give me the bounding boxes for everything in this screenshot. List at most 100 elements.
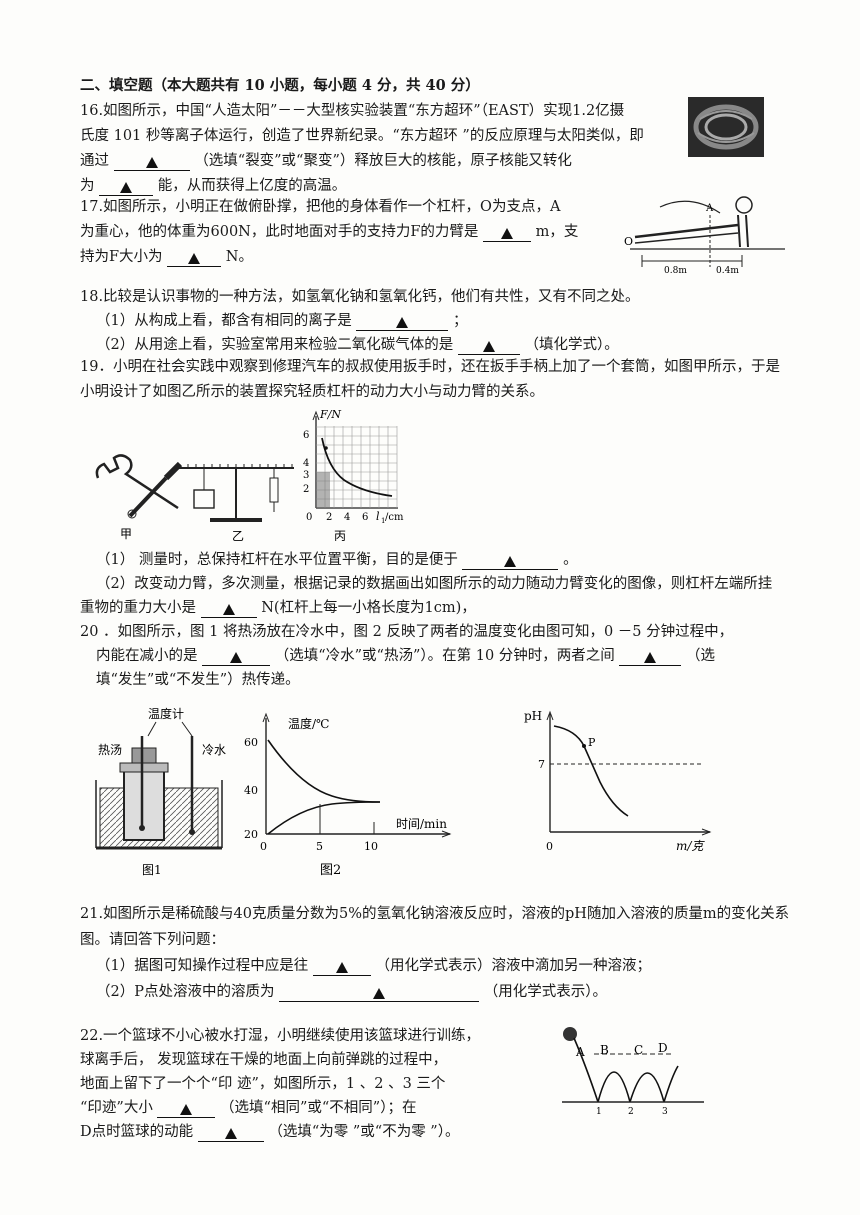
basketball-bounce-figure: A B C D 1 2 3 — [562, 1027, 704, 1117]
q20-blank2[interactable] — [619, 648, 682, 666]
temp-ylabel: 温度/℃ — [288, 716, 329, 731]
answer-triangle-icon — [224, 1128, 237, 1139]
pivot-o-label: O — [624, 235, 633, 248]
xtick-0: 0 — [306, 512, 312, 523]
q20-line3: 填“发生”或“不发生”）热传递。 — [96, 672, 300, 688]
answer-triangle-icon — [644, 652, 657, 663]
gravity-a-label: A — [705, 203, 714, 214]
q19-blank1[interactable] — [462, 552, 559, 570]
temp-ytick-20: 20 — [244, 828, 258, 841]
mark-1-label: 1 — [596, 1107, 602, 1117]
hot-soup-label: 热汤 — [98, 743, 122, 757]
wrench-figure — [95, 454, 183, 519]
temp-ytick-60: 60 — [244, 736, 258, 749]
lever-figure — [178, 464, 294, 522]
q22-line3: 地面上留下了一个个“印 迹”，如图所示，1 、2 、3 三个 — [80, 1076, 446, 1092]
section-title: 二、填空题（本大题共有 10 小题，每小题 4 分，共 40 分） — [80, 77, 480, 94]
q19-line1: 19．小明在社会实践中观察到修理汽车的叔叔使用扳手时，还在扳手手柄上加了一个套筒… — [80, 359, 780, 375]
q16-blank2[interactable] — [99, 178, 154, 196]
q21-line4: （2）P点处溶液中的溶质为 （用化学式表示）。 — [96, 984, 607, 1002]
answer-triangle-icon — [230, 652, 243, 663]
mark-2-label: 2 — [628, 1107, 634, 1117]
answer-triangle-icon — [180, 1104, 193, 1115]
temp-xtick-10: 10 — [364, 840, 378, 853]
graph-xlabel: l — [376, 510, 380, 523]
answer-triangle-icon — [145, 157, 158, 168]
temp-xtick-0: 0 — [260, 840, 267, 853]
point-p-label: P — [588, 736, 596, 749]
distance-label-1: 0.8m — [664, 266, 687, 276]
graph-ylabel: F/N — [319, 408, 341, 421]
q19-blank2[interactable] — [200, 600, 257, 618]
point-a-label: A — [575, 1045, 585, 1059]
answer-triangle-icon — [482, 341, 495, 352]
distance-label-2: 0.4m — [716, 266, 739, 276]
fig1-caption: 图1 — [142, 863, 162, 877]
ytick-3: 3 — [303, 470, 309, 481]
cold-water-label: 冷水 — [202, 743, 226, 757]
answer-triangle-icon — [335, 962, 348, 973]
q18-line3: （2）从用途上看，实验室常用来检验二氧化碳气体的是 （填化学式）。 — [96, 337, 619, 355]
ph-ylabel: pH — [524, 709, 542, 723]
ph-xlabel: m/克 — [676, 839, 705, 853]
q16-line4: 为 能，从而获得上亿度的高温。 — [80, 178, 347, 196]
q16-blank1[interactable] — [113, 153, 190, 171]
q17-line1: 17.如图所示，小明正在做俯卧撑，把他的身体看作一个杠杆，O为支点，A — [80, 199, 561, 215]
graph-xlabel-sub: 1 — [381, 517, 385, 525]
fig2-caption: 图2 — [320, 863, 341, 878]
answer-triangle-icon — [504, 556, 517, 567]
label-yi: 乙 — [232, 529, 244, 543]
xtick-4: 4 — [344, 512, 350, 523]
q21-blank2[interactable] — [279, 984, 480, 1002]
q18-line1: 18.比较是认识事物的一种方法，如氢氧化钠和氢氧化钙，他们有共性，又有不同之处。 — [80, 289, 640, 305]
q21-line1: 21.如图所示是稀硫酸与40克质量分数为5%的氢氧化钠溶液反应时，溶液的pH随加… — [80, 906, 790, 922]
ytick-2: 2 — [303, 484, 309, 495]
q21-blank1[interactable] — [312, 958, 371, 976]
temp-xtick-5: 5 — [316, 840, 323, 853]
q19-figures: 甲 乙 F/N 6 4 3 2 0 2 4 — [95, 408, 404, 543]
mark-3-label: 3 — [662, 1107, 668, 1117]
temp-ytick-40: 40 — [244, 784, 258, 797]
q20-line2: 内能在减小的是 （选填“冷水”或“热汤”）。在第 10 分钟时，两者之间 （选 — [96, 648, 716, 666]
point-c-label: C — [634, 1043, 643, 1057]
answer-triangle-icon — [222, 604, 235, 615]
thermometer-label: 温度计 — [148, 706, 184, 721]
ph-origin-label: 0 — [546, 840, 553, 853]
temperature-time-chart: 温度/℃ 60 40 20 0 5 10 时间/min 图2 — [244, 712, 452, 878]
q22-line2: 球离手后， 发现篮球在干燥的地面上向前弹跳的过程中， — [80, 1052, 448, 1068]
q18-blank2[interactable] — [457, 337, 520, 355]
q17-line3: 持为F大小为 N。 — [80, 249, 253, 267]
answer-triangle-icon — [396, 317, 409, 328]
q20-line1: 20 ．如图所示，图 1 将热汤放在冷水中，图 2 反映了两者的温度变化由图可知… — [80, 624, 734, 640]
ph-mass-chart: pH P 7 0 m/克 — [524, 709, 712, 853]
q17-line2: 为重心，他的体重为600N，此时地面对手的支持力F的力臂是 m，支 — [80, 224, 579, 242]
answer-triangle-icon — [373, 988, 386, 999]
ytick-4: 4 — [303, 458, 309, 469]
answer-triangle-icon — [120, 182, 133, 193]
graph-xlabel-unit: /cm — [385, 512, 404, 523]
q19-line3: （1） 测量时，总保持杠杆在水平位置平衡，目的是便于 。 — [96, 552, 578, 570]
q17-blank1[interactable] — [483, 224, 532, 242]
q18-line2: （1）从构成上看，都含有相同的离子是 ； — [96, 313, 468, 331]
label-jia: 甲 — [120, 527, 132, 541]
q16-line1: 16.如图所示，中国“人造太阳”－－大型核实验装置“东方超环”（EAST）实现1… — [80, 103, 625, 119]
q16-line3: 通过 （选填“裂变”或“聚变”）释放巨大的核能，原子核能又转化 — [80, 153, 572, 171]
q22-line5: D点时篮球的动能 （选填“为零 ”或“不为零 ”）。 — [80, 1124, 460, 1142]
q19-line4: （2）改变动力臂，多次测量，根据记录的数据画出如图所示的动力随动力臂变化的图像，… — [96, 576, 773, 592]
q17-blank2[interactable] — [167, 249, 222, 267]
temp-xlabel: 时间/min — [396, 817, 447, 831]
label-bing: 丙 — [334, 529, 346, 543]
answer-triangle-icon — [188, 253, 201, 264]
q20-blank1[interactable] — [202, 648, 271, 666]
point-b-label: B — [600, 1043, 609, 1057]
q22-line1: 22.一个篮球不小心被水打湿，小明继续使用该篮球进行训练， — [80, 1028, 481, 1044]
ytick-6: 6 — [303, 430, 309, 441]
point-d-label: D — [658, 1041, 668, 1055]
ph-seven-label: 7 — [538, 758, 545, 771]
pushup-figure: O A 0.8m 0.4m — [624, 196, 785, 276]
q22-blank1[interactable] — [157, 1100, 216, 1118]
q18-blank1[interactable] — [356, 313, 449, 331]
q22-blank2[interactable] — [197, 1124, 264, 1142]
force-arm-graph — [312, 410, 398, 509]
answer-triangle-icon — [501, 228, 514, 239]
